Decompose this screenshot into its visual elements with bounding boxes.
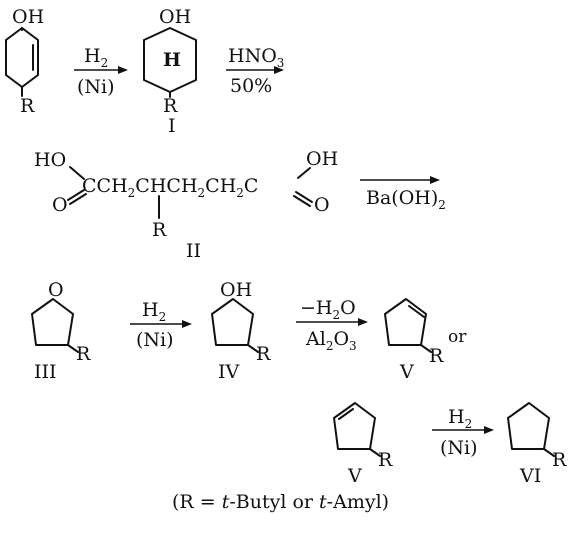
arrow-head [118,66,128,74]
compound-V-b-double-bond [338,408,354,420]
compound-V-a-ring [384,298,427,346]
compound-IV-oh-label: OH [220,279,252,301]
compound-II-structure: HO CCH2CHCH2CH2C O OH O R II [34,148,338,262]
compound-II-left-carbonyl-1 [67,189,85,201]
compound-II-ho-label: HO [34,149,66,171]
compound-IV-structure: OH R IV [211,279,271,383]
compound-V-b-r-bond [369,448,381,457]
compound-V-b-r-label: R [378,449,393,471]
arrow-head [484,426,494,434]
compound-V-a-numeral: V [399,361,414,383]
compound-V-b-ring [333,402,376,450]
compound-V-a-double-bond [408,305,425,318]
or-connector: or [448,327,467,347]
reagent-baoh2-label: Ba(OH)2 [366,187,446,212]
compound-II-r-label: R [152,219,167,241]
arrow-hydrogenation-3: H2 (Ni) [432,406,494,459]
compound-V-b-numeral: V [347,465,362,487]
phenol-structure: OH R [5,6,44,117]
reagent-ni-label: (Ni) [136,329,174,351]
arrow-head [358,318,368,326]
compound-I-ring-h-label: H [163,49,181,71]
compound-VI-ring [507,402,550,450]
compound-II-numeral: II [186,240,201,262]
compound-III-numeral: III [34,361,57,383]
compound-I-r-label: R [163,95,178,117]
compound-II-o-right: O [314,194,330,216]
reagent-50pct-label: 50% [230,75,272,97]
compound-II-o-left: O [52,194,68,216]
reagent-al2o3-label: Al2O3 [305,328,357,353]
compound-II-right-carbonyl-2 [293,195,311,207]
compound-I-structure: OH H R I [143,6,197,137]
compound-V-a-r-label: R [429,345,444,367]
compound-I-oh-label: OH [159,6,191,28]
phenol-oh-label: OH [12,6,44,28]
compound-III-ring [31,298,74,346]
compound-V-a-r-bond [420,344,432,353]
compound-II-chain: CCH2CHCH2CH2C [82,175,258,200]
reagent-ni-label: (Ni) [77,76,115,98]
compound-I-numeral: I [168,115,176,137]
compound-III-structure: O R III [31,279,91,383]
compound-IV-r-bond [247,344,259,353]
phenol-r-label: R [20,95,35,117]
arrow-head [182,320,192,328]
compound-II-oh-label: OH [306,148,338,170]
reagent-h2-label: H2 [448,406,472,431]
footnote-r-definition: (R = t-Butyl or t-Amyl) [172,491,389,513]
compound-II-ho-bond [69,166,85,180]
compound-V-b-structure: R V [333,402,393,487]
compound-VI-numeral: VI [519,465,541,487]
compound-II-oh-bond [297,167,311,179]
reagent-minus-h2o-label: −H2O [300,297,356,322]
arrow-dehydration: −H2O Al2O3 [296,297,368,353]
arrow-oxidation: HNO3 50% [226,45,284,97]
compound-II-right-carbonyl-1 [295,191,313,203]
arrow-cyclization: Ba(OH)2 [360,176,446,212]
compound-III-r-label: R [76,343,91,365]
reagent-h2-label: H2 [142,299,166,324]
compound-II-left-carbonyl-2 [69,193,87,205]
arrow-hydrogenation-2: H2 (Ni) [130,299,192,351]
reagent-hno3-label: HNO3 [228,45,284,70]
compound-IV-r-label: R [256,343,271,365]
compound-III-o-label: O [48,279,64,301]
compound-VI-structure: R VI [507,402,567,487]
compound-III-r-bond [67,344,79,353]
compound-VI-r-bond [543,448,555,457]
compound-IV-ring [211,298,254,346]
compound-V-a-structure: R V [384,298,444,383]
compound-VI-r-label: R [552,449,567,471]
reagent-h2-label: H2 [84,45,108,70]
compound-IV-numeral: IV [218,361,240,383]
arrow-head [430,176,440,184]
arrow-head [274,66,284,74]
reagent-ni-label: (Ni) [440,437,478,459]
arrow-hydrogenation-1: H2 (Ni) [74,45,128,98]
